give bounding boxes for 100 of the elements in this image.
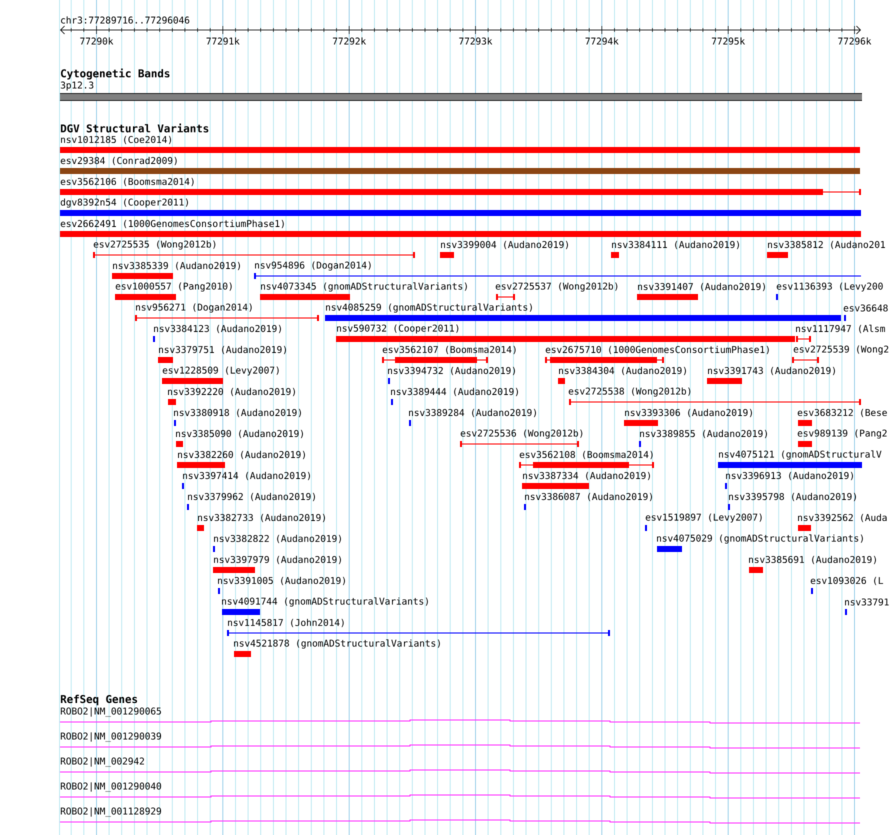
node-label: nsv4521878 (gnomADStructuralVariants) bbox=[234, 639, 440, 649]
gene-feature: ROBO2|NM_001290040 bbox=[60, 782, 860, 798]
node-label: nsv956271 (Dogan2014) bbox=[136, 303, 252, 313]
variant-feature: esv3562107 (Boomsma2014) bbox=[382, 346, 516, 363]
variant-feature: esv1000557 (Pang2010) bbox=[115, 282, 232, 300]
node-label: nsv3379751 (Audano2019) bbox=[159, 346, 286, 354]
track-heading: Cytogenetic Bands bbox=[61, 68, 170, 80]
node-label: esv3562108 (Boomsma2014) bbox=[520, 450, 653, 460]
node-label: nsv3385691 (Audano2019) bbox=[749, 556, 876, 564]
variant-feature: nsv3384111 (Audano2019) bbox=[611, 240, 739, 258]
node-label: esv36648 bbox=[844, 304, 888, 312]
variant-feature: esv2725539 (Wong2 bbox=[792, 345, 888, 363]
variant-feature: nsv1012185 (Coe2014) bbox=[60, 136, 860, 153]
node-label: nsv4091744 (gnomADStructuralVariants) bbox=[222, 597, 428, 607]
node-label: esv2725538 (Wong2012b) bbox=[568, 387, 690, 397]
variant-feature: nsv33791 bbox=[845, 598, 889, 615]
variant-feature: nsv4091744 (gnomADStructuralVariants) bbox=[222, 597, 428, 615]
node-label: nsv954896 (Dogan2014) bbox=[255, 261, 371, 271]
node-label: nsv3394732 (Audano2019) bbox=[388, 366, 515, 376]
variant-feature: nsv590732 (Cooper2011) bbox=[336, 324, 795, 342]
node-label: nsv3384304 (Audano2019) bbox=[559, 366, 686, 376]
node-label: nsv3385090 (Audano2019) bbox=[176, 430, 303, 438]
variant-feature: esv2662491 (1000GenomesConsortiumPhase1) bbox=[60, 220, 861, 237]
variant-feature: nsv3380918 (Audano2019) bbox=[174, 408, 301, 426]
location-header: chr3:77289716..77296046 bbox=[61, 16, 190, 24]
variant-feature: esv1519897 (Levy2007) bbox=[645, 513, 762, 531]
variant-feature: nsv3389444 (Audano2019) bbox=[391, 388, 518, 405]
node-label: nsv1012185 (Coe2014) bbox=[61, 136, 172, 144]
variant-feature: nsv3389284 (Audano2019) bbox=[409, 408, 536, 426]
variant-feature: esv1093026 (L bbox=[810, 576, 884, 594]
variant-feature: nsv3382260 (Audano2019) bbox=[177, 450, 305, 468]
variant-feature: esv1228509 (Levy2007) bbox=[162, 366, 279, 384]
variant-feature: nsv3382733 (Audano2019) bbox=[197, 514, 325, 531]
node-label: nsv3386087 (Audano2019) bbox=[525, 492, 652, 502]
node-label: nsv4075029 (gnomADStructuralVariants) bbox=[657, 534, 863, 544]
node-label: esv2725536 (Wong2012b) bbox=[460, 429, 582, 439]
variant-feature: nsv4521878 (gnomADStructuralVariants) bbox=[234, 639, 440, 657]
node-label: esv1093026 (L bbox=[810, 576, 884, 586]
node-label: nsv3385812 (Audano201 bbox=[768, 240, 885, 250]
node-label: nsv3379962 (Audano2019) bbox=[188, 492, 315, 502]
tick-label: 77294k bbox=[586, 37, 619, 45]
node-label: nsv3382260 (Audano2019) bbox=[178, 450, 305, 460]
variant-feature: esv2725535 (Wong2012b) bbox=[93, 240, 415, 258]
gene-feature: ROBO2|NM_001128929 bbox=[60, 807, 860, 824]
node-label: nsv3389855 (Audano2019) bbox=[640, 430, 767, 438]
variant-feature: esv2725538 (Wong2012b) bbox=[568, 387, 861, 405]
node-label: nsv3389284 (Audano2019) bbox=[409, 408, 536, 418]
node-label: esv29384 (Conrad2009) bbox=[60, 156, 177, 166]
track-heading: RefSeq Genes bbox=[60, 694, 138, 706]
variant-feature: nsv3392220 (Audano2019) bbox=[168, 388, 295, 405]
node-label: nsv3385339 (Audano2019) bbox=[113, 262, 240, 270]
node-label: nsv1145817 (John2014) bbox=[228, 618, 344, 628]
node-label: nsv3395798 (Audano2019) bbox=[729, 492, 856, 502]
variant-feature: nsv3397979 (Audano2019) bbox=[213, 556, 341, 573]
node-label: nsv3392220 (Audano2019) bbox=[168, 388, 295, 396]
node-label: esv2725537 (Wong2012b) bbox=[496, 282, 618, 292]
node-label: esv1228509 (Levy2007) bbox=[162, 366, 279, 376]
variant-feature: nsv4075121 (gnomADStructuralV bbox=[718, 450, 882, 468]
tick-label: 77292k bbox=[332, 37, 366, 45]
gene-feature: ROBO2|NM_002942 bbox=[60, 757, 860, 774]
node-label: nsv3384123 (Audano2019) bbox=[154, 324, 281, 334]
gene-feature: ROBO2|NM_001290039 bbox=[60, 732, 860, 748]
variant-feature: esv36648 bbox=[844, 304, 888, 321]
node-label: nsv3396913 (Audano2019) bbox=[726, 472, 853, 480]
variant-feature: nsv3397414 (Audano2019) bbox=[182, 472, 310, 489]
node-label: nsv3382822 (Audano2019) bbox=[214, 534, 341, 544]
variant-feature: nsv3399004 (Audano2019) bbox=[440, 240, 568, 258]
node-label: esv2662491 (1000GenomesConsortiumPhase1) bbox=[60, 220, 284, 228]
node-label: esv2725535 (Wong2012b) bbox=[94, 240, 216, 250]
node-label: nsv3397979 (Audano2019) bbox=[214, 556, 341, 564]
variant-feature: nsv956271 (Dogan2014) bbox=[135, 303, 319, 321]
node-label: esv989139 (Pang2 bbox=[798, 429, 887, 439]
node-label: esv1519897 (Levy2007) bbox=[646, 513, 762, 523]
node-label: nsv3391005 (Audano2019) bbox=[218, 576, 345, 586]
variant-feature: nsv954896 (Dogan2014) bbox=[254, 261, 862, 279]
variant-feature: nsv3384304 (Audano2019) bbox=[558, 366, 686, 384]
variant-feature: nsv3385812 (Audano201 bbox=[767, 240, 885, 258]
node-label: nsv3397414 (Audano2019) bbox=[183, 472, 310, 480]
variant-feature: nsv3379751 (Audano2019) bbox=[158, 346, 286, 363]
variant-feature: nsv3396913 (Audano2019) bbox=[725, 472, 853, 489]
node-label: dgv8392n54 (Cooper2011) bbox=[60, 198, 188, 208]
node-label: nsv3399004 (Audano2019) bbox=[441, 240, 568, 250]
node-label: nsv3392562 (Auda bbox=[798, 514, 887, 522]
variant-feature: esv3683212 (Bese bbox=[798, 408, 887, 426]
variant-feature: nsv3382822 (Audano2019) bbox=[213, 534, 341, 552]
variant-feature: nsv3391407 (Audano2019) bbox=[637, 282, 765, 300]
variant-feature: esv3562108 (Boomsma2014) bbox=[519, 450, 654, 468]
node-label: nsv3382733 (Audano2019) bbox=[198, 514, 325, 522]
node-label: nsv3391743 (Audano2019) bbox=[708, 366, 835, 376]
variant-feature: esv2725537 (Wong2012b) bbox=[496, 282, 618, 300]
variant-feature: nsv1145817 (John2014) bbox=[227, 618, 610, 636]
node-label: esv1000557 (Pang2010) bbox=[116, 282, 232, 292]
tick-label: 77296k bbox=[838, 37, 872, 45]
variant-feature: nsv1117947 (Alsm bbox=[796, 324, 885, 342]
variant-feature: esv2725536 (Wong2012b) bbox=[460, 429, 582, 447]
node-label: nsv1117947 (Alsm bbox=[796, 324, 885, 334]
variant-feature: esv1136393 (Levy200 bbox=[776, 282, 883, 300]
variant-feature: nsv3387334 (Audano2019) bbox=[522, 472, 650, 489]
variant-feature: esv29384 (Conrad2009) bbox=[60, 156, 860, 174]
variant-feature: nsv3393306 (Audano2019) bbox=[624, 408, 752, 426]
